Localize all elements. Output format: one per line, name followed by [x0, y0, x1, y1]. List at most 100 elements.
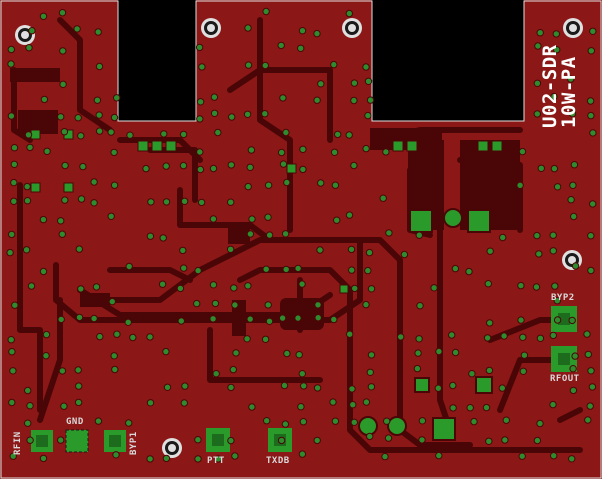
via [61, 161, 69, 170]
via [227, 436, 235, 445]
via [516, 181, 524, 190]
via [350, 96, 358, 105]
via [470, 417, 478, 426]
via [533, 436, 542, 445]
via [330, 148, 339, 157]
via [265, 231, 274, 239]
via [24, 386, 32, 395]
via [350, 161, 358, 170]
via [90, 314, 98, 323]
via [23, 182, 31, 191]
via [264, 301, 272, 309]
via [146, 333, 154, 341]
via [107, 212, 115, 221]
via [262, 7, 270, 16]
via [113, 94, 121, 102]
via [211, 299, 220, 308]
via [229, 365, 238, 374]
via [415, 335, 423, 343]
via [570, 212, 578, 221]
via [313, 96, 321, 104]
via [330, 60, 338, 69]
via [265, 317, 274, 325]
via [568, 110, 577, 118]
via [553, 46, 561, 54]
via [10, 160, 19, 169]
via [244, 182, 252, 191]
via [362, 144, 370, 153]
via [7, 112, 16, 120]
via [568, 316, 576, 325]
via [298, 450, 307, 458]
via [126, 131, 134, 139]
via [333, 216, 341, 224]
via [209, 215, 218, 223]
via [277, 148, 286, 157]
via [297, 44, 305, 52]
via [362, 63, 370, 71]
via [362, 398, 371, 406]
via [179, 246, 187, 255]
via [162, 347, 170, 356]
via [110, 181, 119, 189]
via [110, 113, 119, 122]
via [416, 302, 424, 310]
via [365, 248, 374, 257]
via [40, 95, 49, 104]
via [418, 417, 427, 425]
via [468, 370, 476, 378]
via [26, 143, 34, 152]
via [246, 315, 254, 323]
via [345, 9, 353, 18]
via [129, 333, 137, 342]
via [367, 351, 376, 359]
via [60, 402, 68, 410]
via [347, 245, 356, 254]
via [281, 420, 290, 428]
via [209, 164, 218, 173]
via [584, 416, 592, 424]
via [228, 113, 236, 121]
via [498, 384, 506, 392]
via [146, 455, 154, 463]
via [23, 197, 32, 205]
via [10, 144, 19, 152]
via [79, 162, 87, 171]
via [111, 365, 119, 374]
label-gnd: GND [66, 417, 84, 427]
via [227, 161, 236, 169]
via [414, 349, 422, 357]
via [39, 267, 48, 276]
via [244, 282, 252, 290]
via [364, 266, 372, 275]
via-field [6, 7, 597, 463]
via [345, 131, 353, 139]
via [25, 44, 33, 52]
via [381, 452, 389, 461]
via [549, 331, 557, 340]
via [299, 145, 307, 154]
via [9, 452, 17, 460]
via [382, 148, 390, 156]
via [180, 264, 188, 272]
via [160, 130, 168, 138]
via [535, 250, 543, 258]
via [26, 402, 34, 410]
via [345, 211, 354, 219]
via [57, 315, 65, 324]
via [243, 335, 251, 343]
via [499, 233, 507, 242]
via [589, 129, 597, 137]
via [176, 284, 185, 293]
via [300, 382, 308, 390]
via [533, 79, 542, 88]
via [162, 454, 171, 463]
via [570, 161, 579, 169]
via [96, 332, 104, 341]
label-byp2: BYP2 [551, 293, 575, 303]
via [549, 247, 557, 255]
via [571, 352, 579, 360]
via [430, 284, 438, 292]
via [11, 301, 19, 309]
ptt-pad [206, 428, 230, 452]
